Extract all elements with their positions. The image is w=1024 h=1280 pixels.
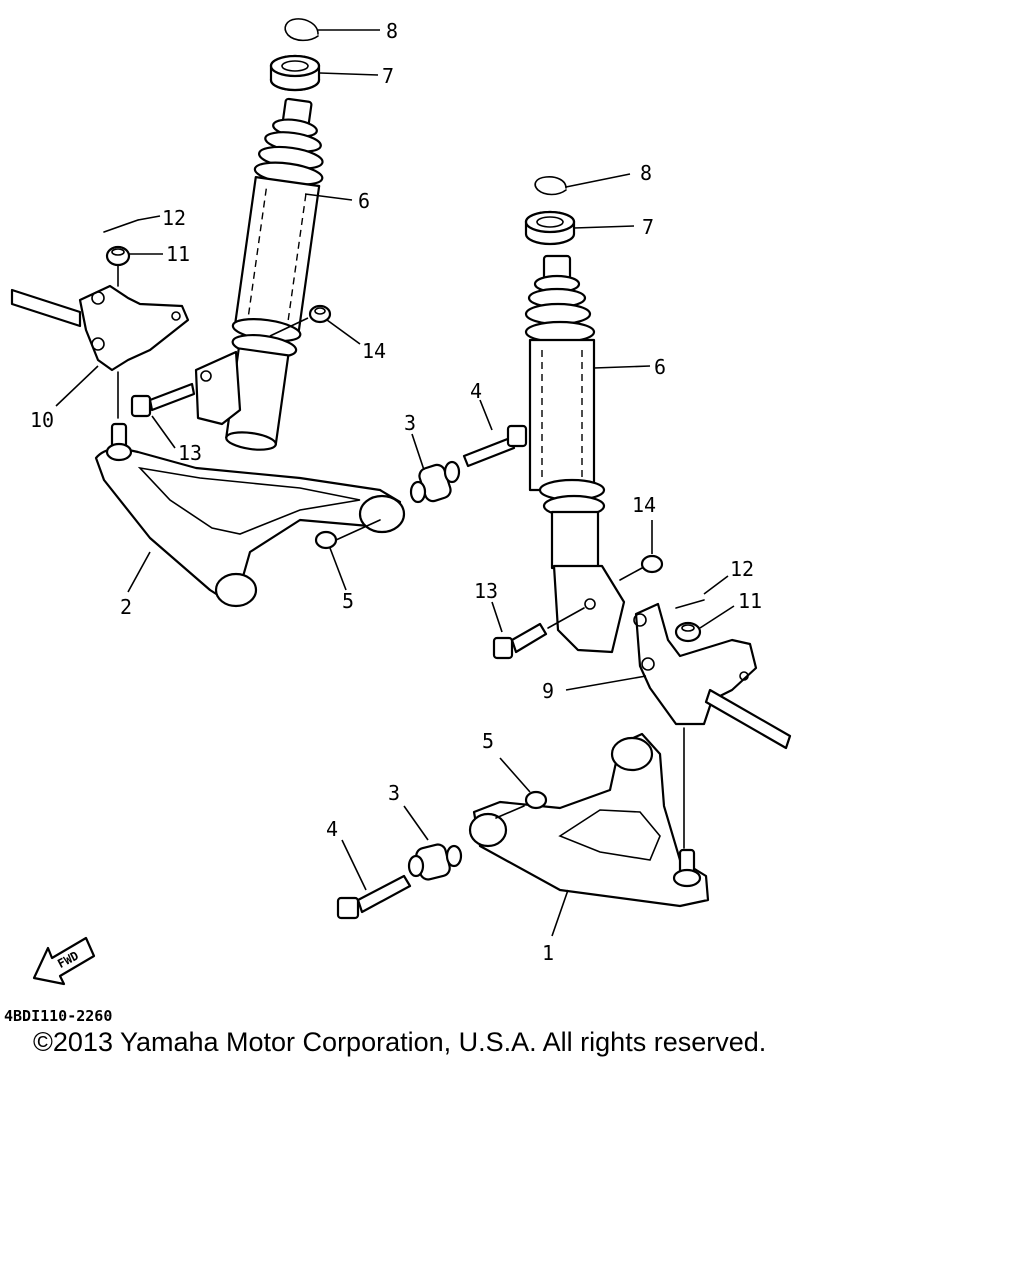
- shock-clevis-left: [194, 350, 242, 426]
- ball-joint-left: [105, 422, 133, 462]
- circlip-right: [534, 173, 631, 196]
- ball-joint-right: [672, 848, 702, 888]
- callout-8-right: 8: [640, 161, 652, 185]
- callout-6-left: 6: [358, 189, 370, 213]
- callout-14-left: 14: [362, 339, 386, 363]
- nut-14-left: [269, 304, 361, 345]
- callout-9: 9: [542, 679, 554, 703]
- callout-7-left: 7: [382, 64, 394, 88]
- callout-14-right: 14: [632, 493, 656, 517]
- callout-4-left: 4: [470, 379, 482, 403]
- bolt-4-left: [462, 399, 528, 468]
- castle-nut-right: [674, 605, 735, 643]
- spring-seat-left: [269, 54, 379, 92]
- forward-direction-arrow: FWD: [32, 936, 96, 986]
- callout-10: 10: [30, 408, 54, 432]
- callout-12-right: 12: [730, 557, 754, 581]
- circlip-left: [284, 18, 380, 42]
- bolt-13-right: [491, 601, 585, 660]
- callout-1: 1: [542, 941, 554, 965]
- callout-11-right: 11: [738, 589, 762, 613]
- nut-14-right: [619, 520, 664, 581]
- cotter-pin-right: [675, 575, 729, 609]
- cotter-pin-left: [103, 215, 161, 233]
- bolt-13-left: [130, 382, 196, 449]
- steering-knuckle-left: [10, 284, 190, 419]
- bushing-3-right: [403, 805, 463, 881]
- bolt-4-right: [336, 839, 412, 920]
- steering-knuckle-right: [565, 602, 792, 849]
- callout-12-left: 12: [162, 206, 186, 230]
- bushing-3-left: [409, 433, 461, 504]
- nut-5-right: [495, 757, 548, 819]
- callout-4-right: 4: [326, 817, 338, 841]
- callout-13-left: 13: [178, 441, 202, 465]
- callout-11-left: 11: [166, 242, 190, 266]
- lower-arm-left: [94, 447, 406, 608]
- nut-5-left: [314, 519, 381, 591]
- callout-6-right: 6: [654, 355, 666, 379]
- callout-13-right: 13: [474, 579, 498, 603]
- spring-seat-right: [524, 210, 635, 246]
- lower-arm-right: [468, 732, 710, 937]
- shock-absorber-right: [524, 254, 651, 654]
- callout-5-right: 5: [482, 729, 494, 753]
- callout-2: 2: [120, 595, 132, 619]
- callout-5-left: 5: [342, 589, 354, 613]
- diagram-code: 4BDI110-2260: [4, 1007, 112, 1025]
- castle-nut-left: [105, 245, 163, 287]
- callout-3-right: 3: [388, 781, 400, 805]
- callout-8-left: 8: [386, 19, 398, 43]
- shock-absorber-left: [225, 97, 324, 451]
- callout-7-right: 7: [642, 215, 654, 239]
- copyright-notice: ©2013 Yamaha Motor Corporation, U.S.A. A…: [33, 1027, 767, 1057]
- callout-3-left: 3: [404, 411, 416, 435]
